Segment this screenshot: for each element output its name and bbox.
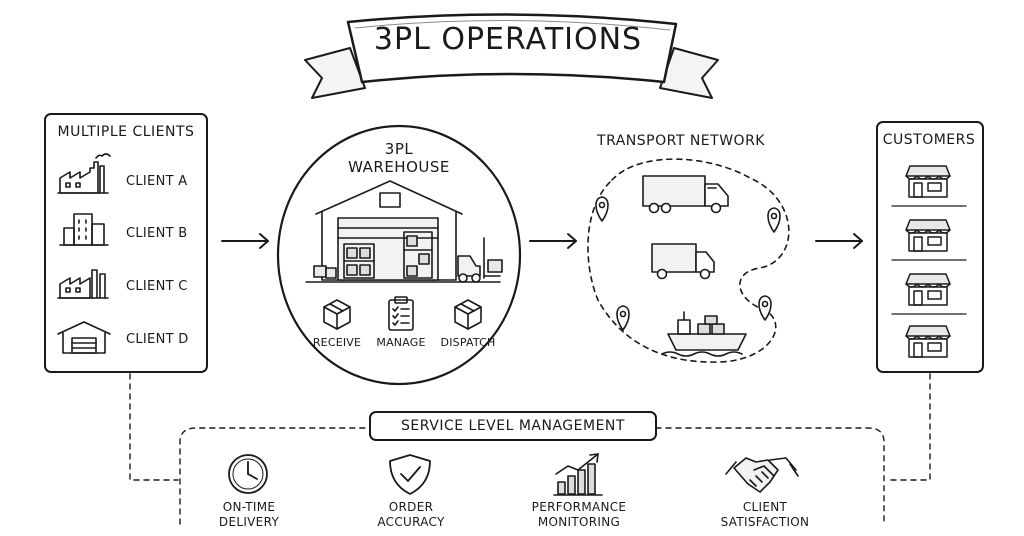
service-level-item-line2: SATISFACTION: [720, 515, 810, 529]
warehouse-building-icon: [313, 180, 463, 281]
forklift-icon: [457, 237, 503, 283]
service-level-item-line1: ON-TIME: [222, 500, 276, 514]
factory-icon: [57, 153, 111, 194]
client-label: CLIENT B: [126, 226, 188, 241]
office-building-icon: [59, 213, 109, 246]
title-banner: [304, 13, 719, 99]
service-level-heading: SERVICE LEVEL MANAGEMENT: [401, 418, 625, 434]
transport-heading: TRANSPORT NETWORK: [597, 133, 765, 149]
client-label: CLIENT C: [126, 279, 188, 294]
page-title: 3PL OPERATIONS: [373, 22, 643, 57]
arrow-warehouse-to-transport: [529, 233, 577, 249]
warehouse-circle: [276, 124, 522, 386]
service-level-item-line1: PERFORMANCE: [531, 500, 627, 514]
service-level-item-line1: ORDER: [388, 500, 434, 514]
service-level-heading-box: [369, 411, 657, 441]
shield-check-icon: [389, 454, 431, 495]
storefront-icon: [905, 165, 951, 198]
storefront-icon: [905, 273, 951, 306]
clock-icon: [228, 454, 268, 494]
warehouse-step-label: RECEIVE: [312, 336, 362, 349]
box-icon: [454, 299, 482, 330]
bar-chart-icon: [553, 453, 603, 496]
service-level-item-line2: DELIVERY: [218, 515, 280, 529]
warehouse-heading-line2: WAREHOUSE: [348, 158, 450, 176]
box-icon: [323, 299, 351, 330]
service-level-connectors: [129, 373, 931, 525]
van-icon: [651, 243, 715, 280]
customers-panel: [876, 121, 984, 373]
warehouse-heading-line1: 3PL: [384, 140, 414, 158]
service-level-item-line2: ACCURACY: [377, 515, 445, 529]
service-level-item-line1: CLIENT: [742, 500, 788, 514]
location-pin-icon: [758, 295, 772, 321]
truck-icon: [642, 175, 729, 214]
location-pin-icon: [595, 196, 609, 222]
warehouse-step-label: DISPATCH: [440, 336, 496, 349]
cargo-ship-icon: [661, 311, 747, 357]
service-level-item-line2: MONITORING: [537, 515, 621, 529]
warehouse-step-label: MANAGE: [376, 336, 426, 349]
storefront-icon: [905, 325, 951, 358]
clipboard-checklist-icon: [388, 296, 414, 331]
factory-icon: [57, 269, 109, 299]
client-label: CLIENT A: [126, 174, 188, 189]
location-pin-icon: [616, 305, 630, 331]
handshake-icon: [725, 457, 799, 493]
storefront-icon: [905, 219, 951, 252]
clients-heading: MULTIPLE CLIENTS: [57, 124, 195, 140]
arrow-transport-to-customers: [815, 233, 863, 249]
warehouse-icon: [57, 321, 111, 354]
location-pin-icon: [767, 207, 781, 233]
customers-heading: CUSTOMERS: [882, 132, 976, 148]
client-label: CLIENT D: [126, 332, 189, 347]
clients-panel: [44, 113, 208, 373]
arrow-clients-to-warehouse: [221, 233, 269, 249]
